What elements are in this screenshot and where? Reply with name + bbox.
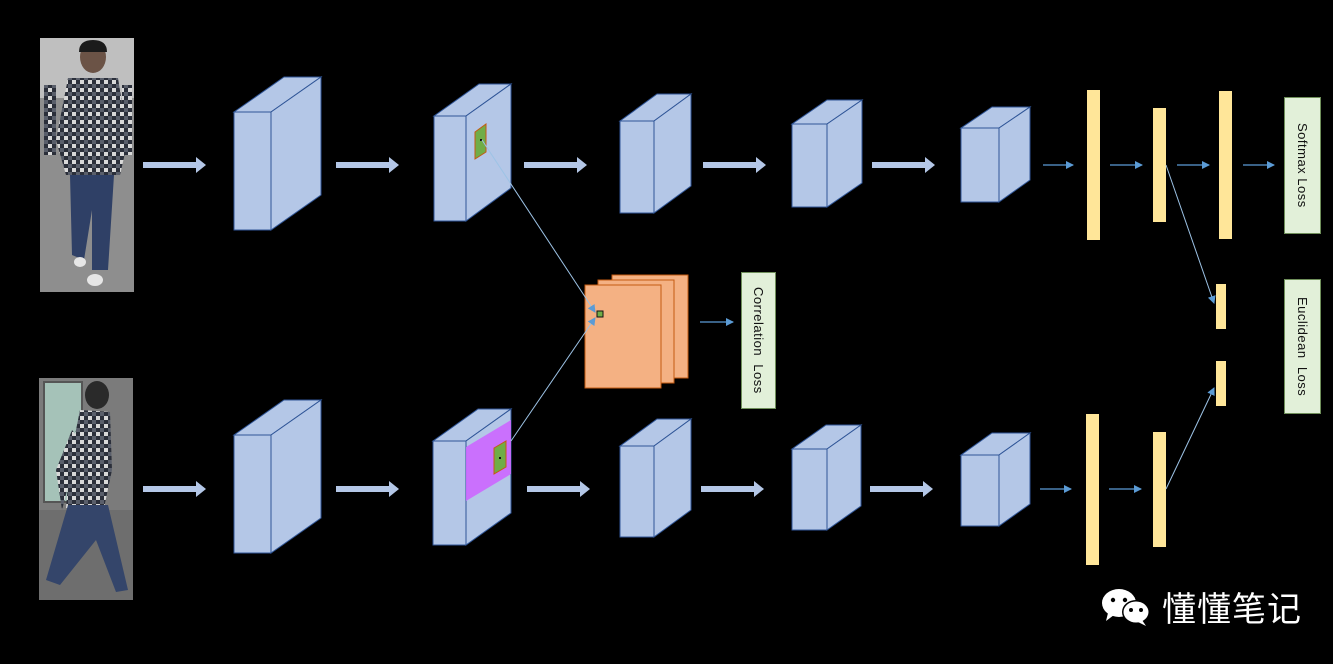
softmax-loss-label: Softmax Loss xyxy=(1295,123,1310,208)
bottom-conv-block-4 xyxy=(790,424,863,531)
euclidean-loss-label: Euclidean Loss xyxy=(1295,296,1310,397)
query-person-image xyxy=(40,38,134,292)
bottom-input-arrow xyxy=(143,481,206,497)
bottom-conv-block-1 xyxy=(232,399,323,554)
top-conv-block-5 xyxy=(959,106,1032,203)
watermark-text: 懂懂笔记 xyxy=(1162,590,1302,630)
bottom-embedding xyxy=(1216,361,1226,406)
bottom-fc2-to-embedding-arrow xyxy=(1165,387,1215,490)
bottom-conv3-arrow xyxy=(701,481,764,497)
bottom-conv1-arrow xyxy=(336,481,399,497)
top-conv-block-3 xyxy=(618,93,693,214)
bottom-conv-block-3 xyxy=(618,418,693,538)
search-region xyxy=(466,420,511,501)
correlation-loss-label: Correlation Loss xyxy=(751,287,766,394)
top-patch-to-correlation-arrow xyxy=(481,139,596,313)
top-fc-1 xyxy=(1087,90,1100,240)
top-conv-block-4 xyxy=(790,99,864,208)
top-patch xyxy=(474,123,487,160)
bottom-fc-1 xyxy=(1086,414,1099,565)
bottom-conv2-arrow xyxy=(527,481,590,497)
bottom-conv4-arrow xyxy=(870,481,933,497)
top-embedding xyxy=(1216,284,1226,329)
top-conv-block-2 xyxy=(432,83,513,222)
correlation-map-1 xyxy=(584,284,662,389)
bottom-conv-block-5 xyxy=(959,432,1032,527)
watermark: 懂懂笔记 xyxy=(1100,582,1302,631)
wechat-icon xyxy=(1102,588,1150,626)
bottom-fc-2 xyxy=(1153,432,1166,547)
correlation-maps xyxy=(584,274,689,389)
correlation-loss-box: Correlation Loss xyxy=(741,272,776,409)
top-fc2-to-embedding-arrow xyxy=(1165,164,1216,304)
top-conv4-arrow xyxy=(872,157,935,173)
gallery-person-image xyxy=(39,378,133,600)
top-conv1-arrow xyxy=(336,157,399,173)
top-conv3-arrow xyxy=(703,157,766,173)
softmax-loss-box: Softmax Loss xyxy=(1284,97,1321,234)
top-input-arrow xyxy=(143,157,206,173)
euclidean-loss-box: Euclidean Loss xyxy=(1284,279,1321,414)
correlation-point xyxy=(596,310,604,318)
bottom-patch-to-correlation-arrow xyxy=(510,317,596,442)
top-conv2-arrow xyxy=(524,157,587,173)
top-fc-3 xyxy=(1219,91,1232,239)
top-conv-block-1 xyxy=(232,76,323,231)
top-fc-2 xyxy=(1153,108,1166,222)
